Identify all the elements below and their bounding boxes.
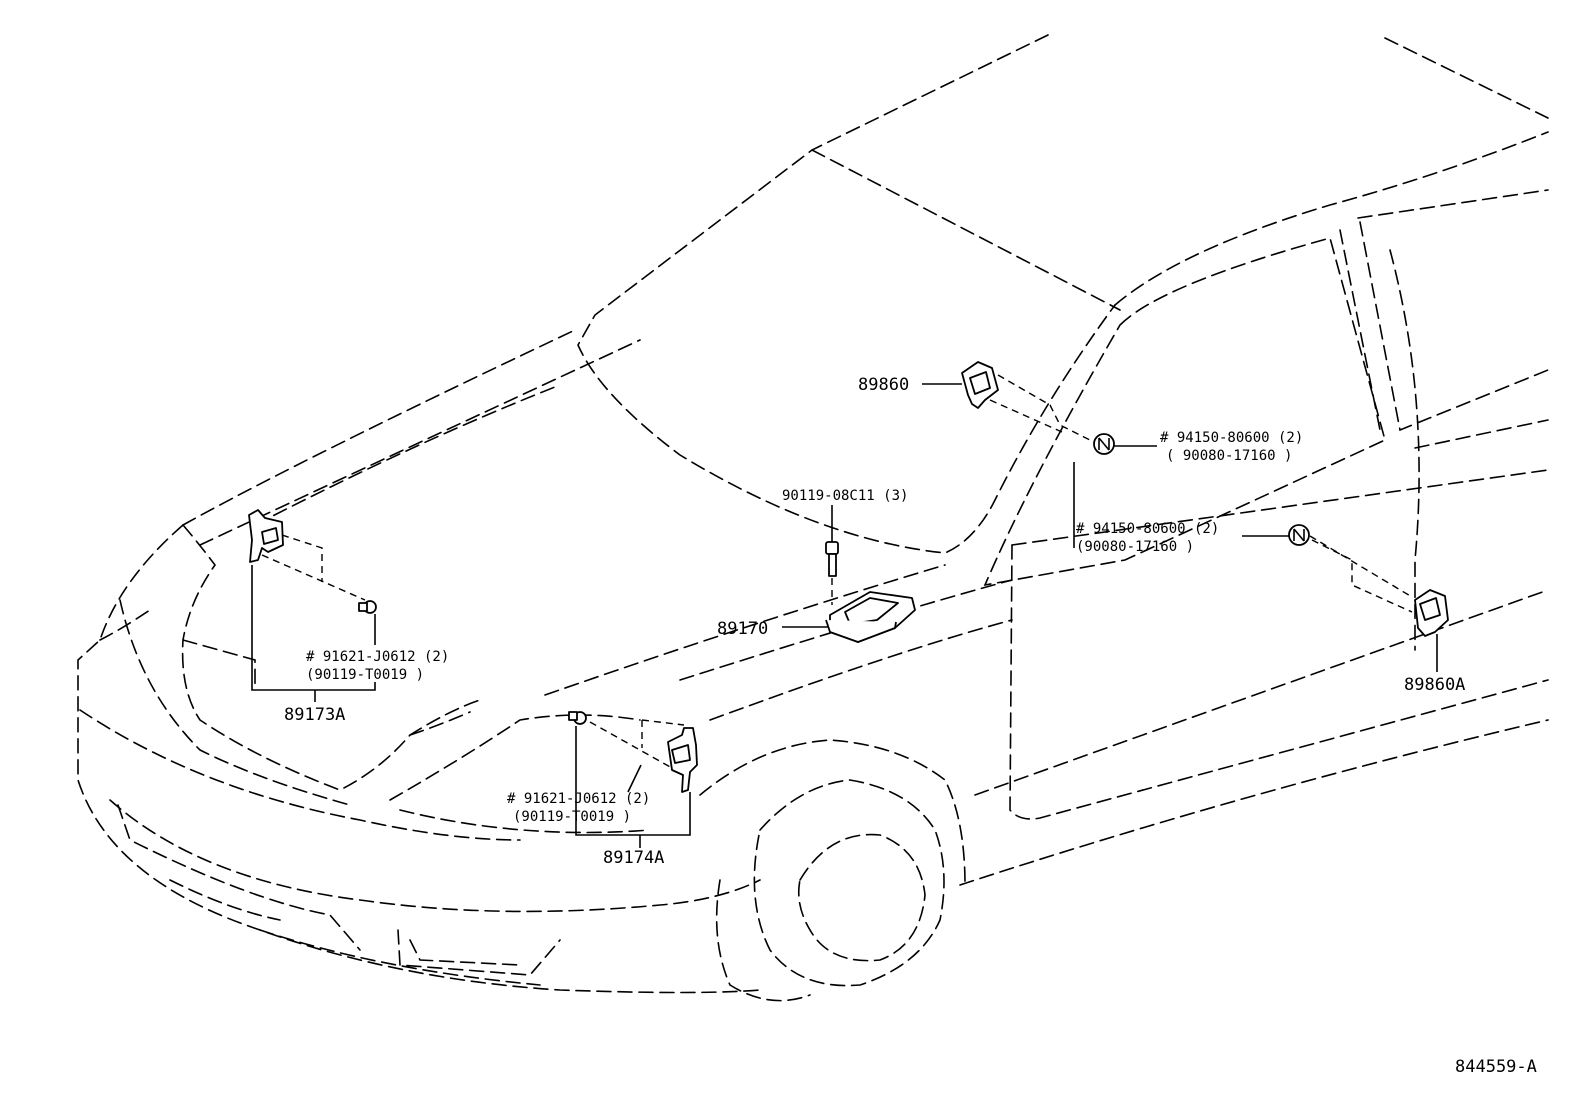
label-ecu: 89170 [717, 619, 768, 639]
side-sensor-rear-dash-2 [1309, 535, 1413, 598]
fr-sensor-bracket [575, 726, 691, 836]
side-sensor-front-dash [997, 374, 1101, 446]
label-fl-bolt-alt: (90119-T0019 ) [306, 667, 424, 683]
label-front-right-sensor: 89174A [603, 848, 664, 868]
label-ecu-bolt: 90119-08C11 (3) [782, 488, 908, 504]
fr-sensor-dash-top [641, 719, 685, 726]
fl-sensor-dash [281, 534, 323, 582]
fr-bolt [568, 711, 587, 725]
label-nut-upper: # 94150-80600 (2) [1160, 430, 1303, 446]
side-sensor-front-dash-2 [989, 399, 1063, 433]
label-nut-lower-alt: (90080-17160 ) [1076, 539, 1194, 555]
fr-bolt-dash [589, 721, 673, 769]
label-side-sensor-rear: 89860A [1404, 675, 1465, 695]
airbag-ecu-89170 [825, 591, 916, 643]
fl-bolt [358, 600, 377, 614]
label-side-sensor-front: 89860 [858, 375, 909, 395]
front-right-sensor-89174A [667, 727, 698, 793]
front-left-sensor-89173A [248, 509, 284, 563]
label-fr-bolt-alt: (90119-T0019 ) [513, 809, 631, 825]
diagram-id: 844559-A [1455, 1057, 1537, 1077]
side-sensor-89860A [1414, 589, 1449, 637]
fl-sensor-bracket [251, 565, 376, 691]
label-fl-bolt: # 91621-J0612 (2) [306, 649, 449, 665]
ecu-bolt [825, 505, 839, 605]
fr-bolt-leader [627, 764, 642, 793]
nut-lower-icon [1288, 524, 1310, 546]
nut-upper-icon [1093, 433, 1115, 455]
fl-bolt-dash [261, 554, 366, 601]
side-sensor-rear-dash [1311, 539, 1413, 613]
label-nut-upper-alt: ( 90080-17160 ) [1166, 448, 1292, 464]
label-front-left-sensor: 89173A [284, 705, 345, 725]
car-outline [77, 34, 1549, 1002]
label-fr-bolt: # 91621-J0612 (2) [507, 791, 650, 807]
side-sensor-89860 [961, 361, 999, 409]
label-nut-lower: # 94150-80600 (2) [1076, 521, 1219, 537]
